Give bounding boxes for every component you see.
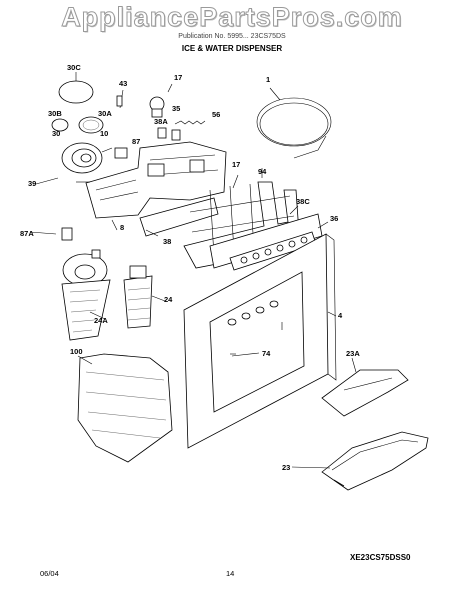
callout: 24 [164, 295, 173, 304]
callout: 100 [70, 347, 83, 356]
callout: 1 [266, 75, 270, 84]
callout: 10 [100, 129, 108, 138]
part-4-front-frame [183, 233, 337, 449]
callout: 30 [52, 129, 60, 138]
part-24-chute [123, 265, 153, 329]
watermark: AppliancePartsPros.com [61, 2, 403, 33]
callout: 87 [132, 137, 140, 146]
callout: 30B [48, 109, 62, 118]
part-30b [51, 118, 69, 132]
part-23a-cover [321, 369, 409, 417]
callout: 94 [258, 167, 267, 176]
part-24a-chute [61, 249, 111, 341]
callout: 4 [338, 311, 343, 320]
publication-header: Publication No. 5995... 23CS75DS [178, 33, 286, 40]
page-title: ICE & WATER DISPENSER [181, 44, 283, 53]
callout: 17 [174, 73, 182, 82]
callout: 38 [163, 237, 171, 246]
footer-date: 06/04 [40, 569, 59, 578]
callout: 23 [282, 463, 290, 472]
callout: 30C [67, 63, 81, 72]
footer-page-number: 14 [226, 569, 235, 578]
callout: 30A [98, 109, 112, 118]
callout: 36 [330, 214, 338, 223]
part-30c-ring [58, 80, 94, 104]
part-1-tubing [256, 97, 332, 147]
callout: 8 [120, 223, 124, 232]
callout: 39 [28, 179, 36, 188]
callout: 38A [154, 117, 168, 126]
callout: 23A [346, 349, 360, 358]
callout: 17 [232, 160, 240, 169]
part-38-heater [139, 197, 219, 237]
callout: 24A [94, 316, 108, 325]
callout: 43 [119, 79, 127, 88]
callout: 56 [212, 110, 220, 119]
callout: 87A [20, 229, 34, 238]
model-code: XE23CS75DSS0 [350, 553, 411, 562]
part-30a [78, 116, 104, 134]
part-56-spring [174, 120, 206, 125]
callout: 74 [262, 349, 271, 358]
part-100-insulation [77, 353, 173, 463]
callout: 35 [172, 104, 180, 113]
part-23-drip-tray [321, 431, 429, 491]
callout: 38C [296, 197, 310, 206]
